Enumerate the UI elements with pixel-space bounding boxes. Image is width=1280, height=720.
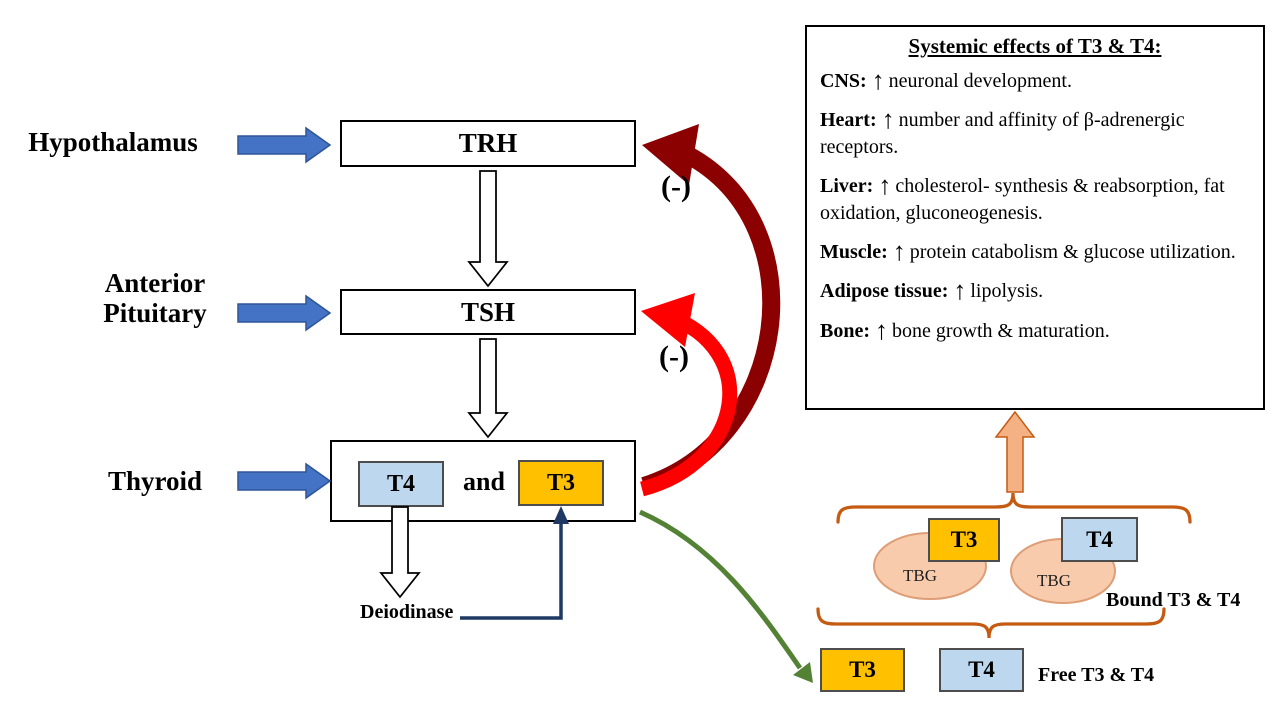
effect-text: neuronal development.	[888, 70, 1072, 92]
organ-label: CNS:	[820, 70, 867, 92]
anterior-pituitary-label: Anterior Pituitary	[88, 268, 222, 328]
effect-item-heart: Heart: ↑ number and affinity of β-adrene…	[820, 107, 1250, 160]
bound-t4-label: T4	[1086, 526, 1113, 552]
and-label: and	[463, 467, 505, 496]
organ-label: Muscle:	[820, 240, 888, 263]
effect-item-bone: Bone: ↑ bone growth & maturation.	[820, 315, 1250, 345]
effect-item-muscle: Muscle: ↑ protein catabolism & glucose u…	[820, 236, 1250, 266]
tsh-box: TSH	[340, 289, 636, 335]
increase-arrow-icon: ↑	[871, 66, 885, 95]
increase-arrow-icon: ↑	[881, 105, 895, 135]
t3-label: T3	[546, 469, 575, 496]
increase-arrow-icon: ↑	[953, 276, 966, 306]
free-t4-label: T4	[968, 657, 995, 682]
organ-label: Adipose tissue:	[820, 280, 949, 303]
tbg-right-label: TBG	[1037, 571, 1071, 590]
effect-text: bone growth & maturation.	[892, 319, 1110, 342]
effect-text: cholesterol- synthesis & reabsorption, f…	[820, 175, 1225, 224]
tsh-label: TSH	[460, 296, 516, 327]
systemic-effects-title: Systemic effects of T3 & T4:	[908, 34, 1162, 58]
t4-label: T4	[386, 470, 415, 497]
effect-item-cns: CNS: ↑ neuronal development.	[820, 68, 1250, 94]
organ-label: Bone:	[820, 319, 870, 342]
bound-group-label: Bound T3 & T4	[1106, 589, 1241, 611]
anterior-pituitary-line1: Anterior	[104, 268, 206, 298]
thyroid-label: Thyroid	[107, 466, 203, 496]
organ-label: Liver:	[820, 175, 874, 198]
free-t4-chip: T4	[939, 648, 1024, 692]
tbg-left-label: TBG	[903, 566, 937, 585]
trh-label: TRH	[458, 128, 518, 158]
bound-t3-chip: T3	[928, 518, 1000, 562]
bound-t4-chip: T4	[1061, 517, 1138, 562]
free-t3-label: T3	[849, 657, 876, 682]
trh-box: TRH	[340, 120, 636, 167]
increase-arrow-icon: ↑	[878, 171, 891, 201]
deiodinase-label: Deiodinase	[360, 601, 454, 623]
anterior-pituitary-line2: Pituitary	[103, 298, 207, 329]
increase-arrow-icon: ↑	[892, 236, 906, 266]
t3-chip: T3	[518, 460, 604, 506]
effect-text: number and affinity of β-adrenergic rece…	[820, 109, 1185, 158]
effect-text: lipolysis.	[970, 280, 1044, 303]
thyroid-hormones-box: T4 and T3	[330, 440, 636, 522]
free-group-label: Free T3 & T4	[1038, 664, 1155, 686]
systemic-effects-box: Systemic effects of T3 & T4: CNS: ↑ neur…	[805, 25, 1265, 410]
negative-feedback-trh-label: (-)	[661, 170, 691, 203]
free-t3-chip: T3	[820, 648, 905, 692]
hypothalamus-label: Hypothalamus	[28, 127, 198, 157]
negative-feedback-tsh-label: (-)	[659, 340, 689, 373]
effect-item-liver: Liver: ↑ cholesterol- synthesis & reabso…	[820, 173, 1250, 226]
bound-t3-label: T3	[950, 527, 978, 552]
increase-arrow-icon: ↑	[875, 315, 888, 345]
t4-chip: T4	[358, 461, 444, 507]
effect-item-adipose: Adipose tissue: ↑ lipolysis.	[820, 278, 1250, 304]
organ-label: Heart:	[820, 109, 877, 132]
effect-text: protein catabolism & glucose utilization…	[909, 240, 1236, 263]
